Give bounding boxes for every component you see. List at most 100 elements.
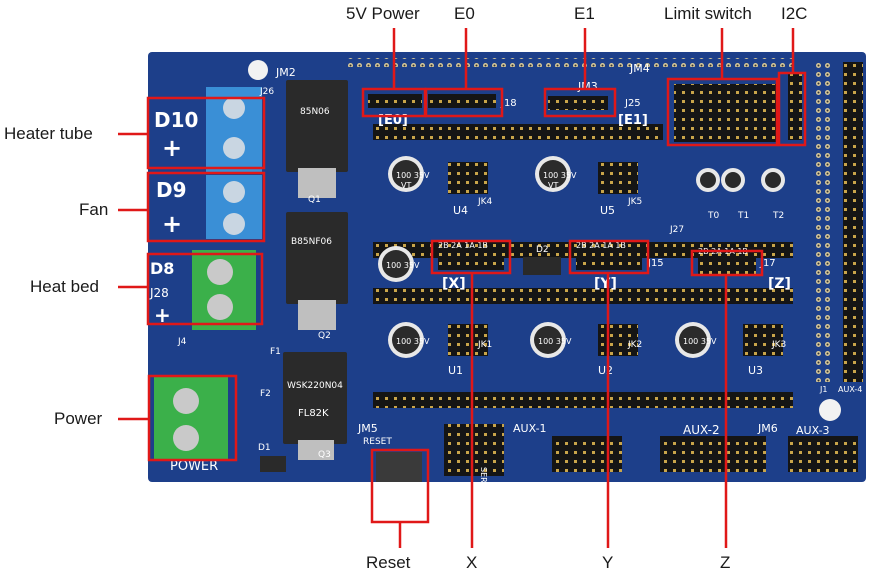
svg-text:100 35V: 100 35V [538,337,572,346]
callout-y: Y [602,553,614,572]
svg-text:RESET: RESET [363,437,392,447]
svg-text:VT: VT [548,181,558,190]
endstop-header [674,84,779,142]
svg-text:J25: J25 [624,98,641,109]
callout-limit-switch: Limit switch [664,4,752,23]
mosfet-q1 [286,80,348,172]
svg-text:[Z]: [Z] [768,276,791,292]
callout-heat-bed: Heat bed [30,277,99,296]
mosfet-q2 [286,212,348,304]
svg-text:J18: J18 [500,98,517,109]
svg-text:100 35V: 100 35V [543,171,577,180]
svg-text:T1: T1 [737,211,749,221]
svg-text:D10: D10 [154,108,198,132]
callout-i2c: I2C [781,4,808,23]
svg-text:F2: F2 [260,389,271,399]
svg-text:J4: J4 [177,337,187,347]
svg-text:AUX-1: AUX-1 [513,422,547,435]
svg-text:B85NF06: B85NF06 [291,237,332,247]
svg-text:AUX-3: AUX-3 [796,424,830,437]
svg-text:J1: J1 [819,385,827,394]
svg-text:100 35V: 100 35V [683,337,717,346]
callout-x: X [466,553,478,572]
svg-text:D9: D9 [156,178,187,202]
callout-power: Power [54,409,103,428]
svg-text:JK2: JK2 [627,340,642,350]
svg-text:[E1]: [E1] [618,113,648,128]
svg-text:JM5: JM5 [357,422,378,435]
svg-text:100 35V: 100 35V [396,171,430,180]
mount-hole [819,399,841,421]
capacitors [378,156,785,358]
svg-text:J17: J17 [759,258,776,269]
svg-text:JM2: JM2 [275,66,296,79]
svg-text:Q2: Q2 [318,331,331,341]
svg-text:JK3: JK3 [771,340,786,350]
heat-bed-box [146,252,264,326]
svg-text:2B 2A 1A 1B: 2B 2A 1A 1B [576,241,626,250]
svg-text:F1: F1 [270,347,281,357]
pcb-illustration: 85N06 B85NF06 WSK220N04 FL82K [148,52,866,482]
e1-box [543,87,617,118]
svg-text:T0: T0 [707,211,719,221]
svg-text:JK4: JK4 [477,197,493,207]
mount-hole [248,60,268,80]
svg-text:J15: J15 [647,258,664,269]
svg-text:Q1: Q1 [308,195,321,205]
ramps-pcb: 85N06 B85NF06 WSK220N04 FL82K [148,52,866,482]
svg-text:U3: U3 [748,364,763,377]
svg-text:JM6: JM6 [757,422,778,435]
svg-text:+: + [162,210,182,238]
z-box [690,249,764,277]
svg-text:U1: U1 [448,364,463,377]
svg-text:[X]: [X] [442,276,466,292]
svg-text:J28: J28 [149,286,169,300]
svg-text:2B 2A 1A 1B: 2B 2A 1A 1B [438,241,488,250]
callout-e1: E1 [574,4,595,23]
reset-box [370,448,430,524]
svg-text:JM4: JM4 [629,62,650,75]
callout-5v-power: 5V Power [346,4,420,23]
svg-text:D8: D8 [150,259,174,278]
svg-text:+: + [162,134,182,162]
mosfet-q3 [283,352,347,444]
svg-text:J27: J27 [669,225,684,235]
power-box [147,374,238,462]
svg-text:+: + [154,303,171,327]
svg-text:U4: U4 [453,204,468,217]
heater-tube-box [146,96,266,170]
svg-text:WSK220N04: WSK220N04 [287,381,343,391]
svg-text:T2: T2 [772,211,784,221]
svg-text:Q3: Q3 [318,450,331,460]
svg-text:JK1: JK1 [477,340,492,350]
limit-switch-box [666,77,779,147]
x-box [430,239,512,275]
fan-box [146,171,266,243]
callout-reset: Reset [366,553,411,572]
svg-text:100 35V: 100 35V [396,337,430,346]
svg-text:85N06: 85N06 [300,107,330,117]
svg-text:POWER: POWER [170,459,218,474]
svg-text:U2: U2 [598,364,613,377]
y-box [568,239,650,275]
power5v-box [361,87,427,118]
svg-text:[Y]: [Y] [594,276,617,292]
callout-e0: E0 [454,4,475,23]
svg-text:VT: VT [401,181,411,190]
callout-heater-tube: Heater tube [4,124,93,143]
svg-text:100 35V: 100 35V [386,261,420,270]
e0-box [424,87,504,118]
svg-text:JK5: JK5 [627,197,642,207]
svg-text:AUX-4: AUX-4 [838,385,862,394]
svg-text:U5: U5 [600,204,615,217]
svg-text:D2: D2 [536,245,549,255]
callout-z: Z [720,553,731,572]
svg-text:D1: D1 [258,443,271,453]
i2c-box [777,71,807,147]
svg-text:AUX-2: AUX-2 [683,423,720,437]
svg-text:FL82K: FL82K [298,408,329,419]
callout-fan: Fan [79,200,109,219]
svg-text:J26: J26 [259,87,274,97]
